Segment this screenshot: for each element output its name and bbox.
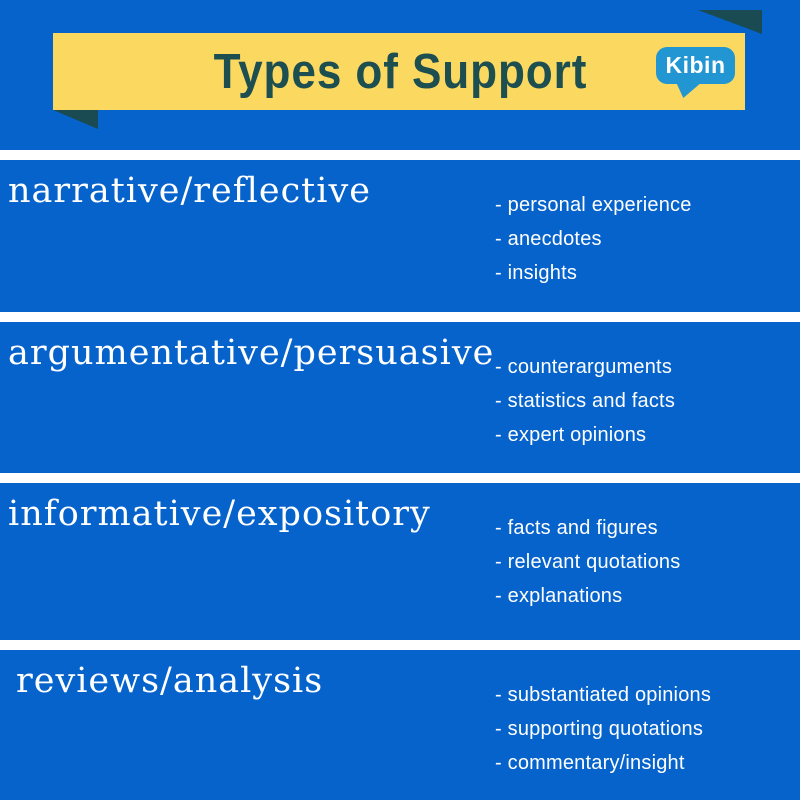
bullet-item: - supporting quotations [495, 718, 704, 740]
logo-text: Kibin [665, 52, 726, 78]
bullet-item: - explanations [495, 585, 623, 607]
section-divider [0, 473, 800, 483]
bullet-list: - personal experience - anecdotes - insi… [495, 188, 692, 290]
section-divider [0, 640, 800, 650]
section-divider [0, 312, 800, 322]
bullet-item: - counterarguments [495, 356, 673, 378]
bullet-item: - expert opinions [495, 424, 647, 446]
bullet-item: - relevant quotations [495, 551, 681, 573]
section-narrative-reflective: narrative/reflective - personal experien… [0, 160, 800, 312]
section-heading: informative/expository [8, 494, 431, 534]
speech-bubble-icon: Kibin [656, 47, 735, 84]
bullet-item: - personal experience [495, 194, 692, 216]
section-argumentative-persuasive: argumentative/persuasive - counterargume… [0, 322, 800, 473]
bullet-item: - commentary/insight [495, 752, 685, 774]
bullet-item: - statistics and facts [495, 390, 676, 412]
section-heading: argumentative/persuasive [8, 333, 495, 373]
ribbon-fold-top-right-icon [698, 10, 762, 34]
section-heading: narrative/reflective [8, 171, 371, 211]
ribbon-fold-bottom-left-icon [53, 110, 98, 129]
bullet-item: - insights [495, 262, 578, 284]
bullet-list: - substantiated opinions - supporting qu… [495, 678, 711, 780]
section-divider [0, 150, 800, 160]
section-heading: reviews/analysis [16, 661, 324, 701]
bullet-list: - facts and figures - relevant quotation… [495, 511, 680, 613]
bullet-item: - anecdotes [495, 228, 602, 250]
bullet-list: - counterarguments - statistics and fact… [495, 350, 675, 452]
title-ribbon: Types of Support [53, 33, 745, 110]
kibin-logo: Kibin [656, 47, 736, 99]
bullet-item: - substantiated opinions [495, 684, 712, 706]
section-reviews-analysis: reviews/analysis - substantiated opinion… [0, 650, 800, 800]
page-title: Types of Support [213, 44, 588, 99]
speech-bubble-tail-icon [676, 82, 702, 98]
bullet-item: - facts and figures [495, 517, 658, 539]
section-informative-expository: informative/expository - facts and figur… [0, 483, 800, 640]
